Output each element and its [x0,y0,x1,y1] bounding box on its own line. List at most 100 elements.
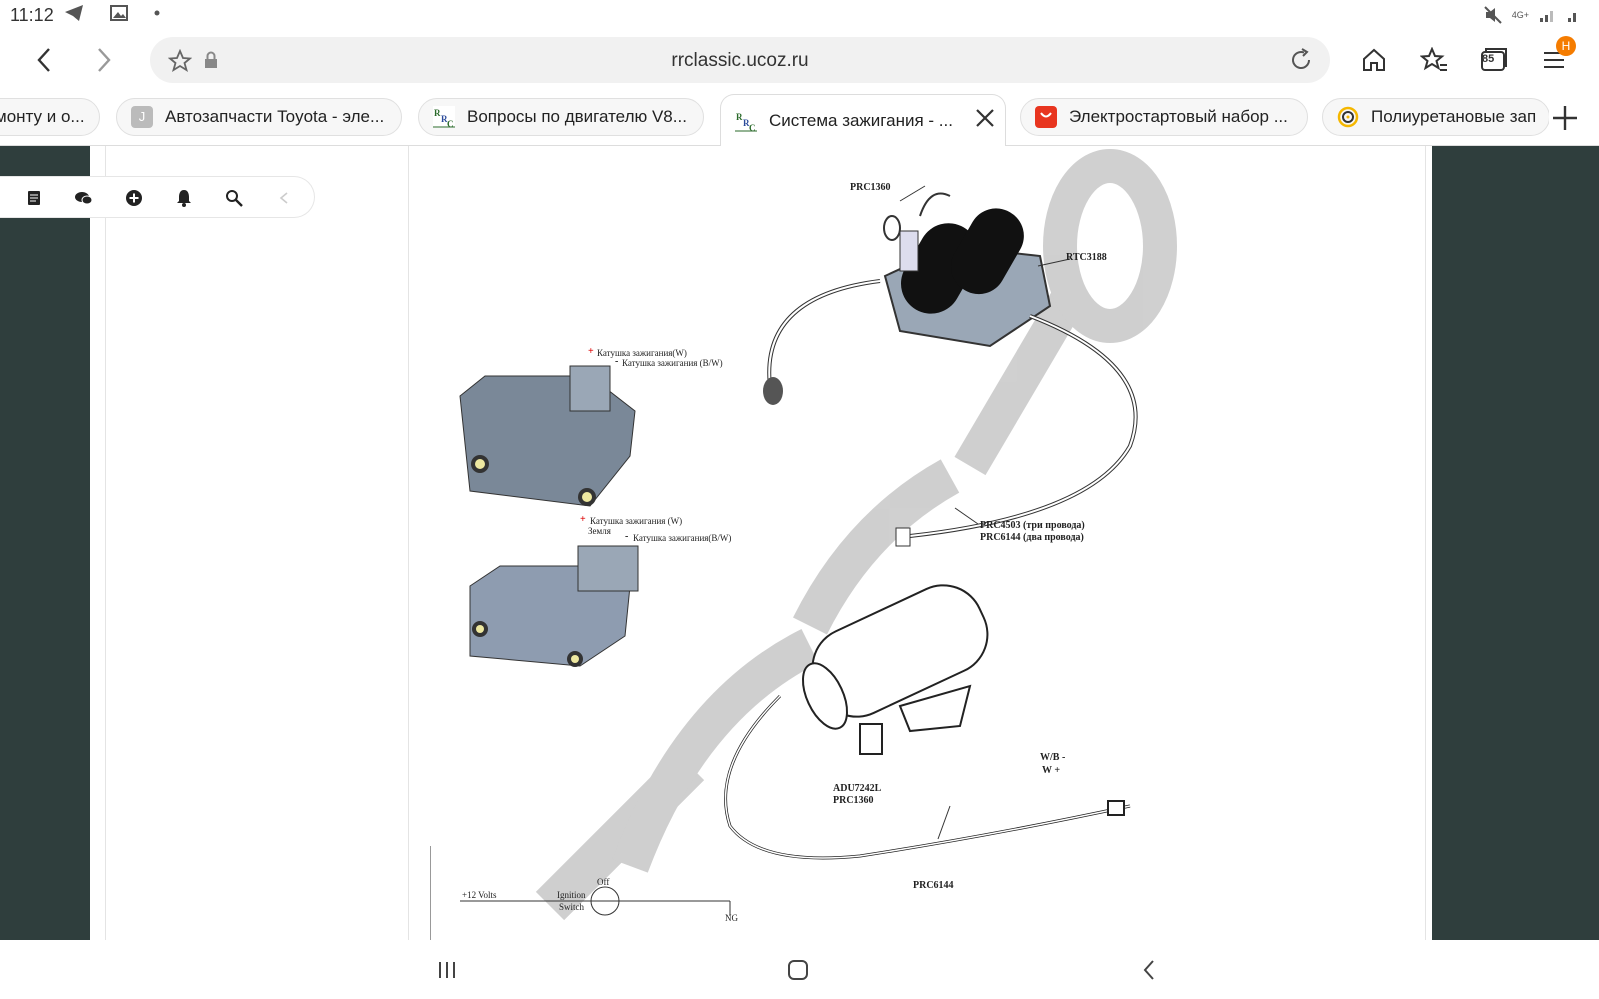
bookmark-star-icon[interactable] [167,48,193,78]
label-ng: NG [725,913,738,923]
svg-text:R: R [434,108,441,118]
ignition-diagram-drawing [429,149,1177,940]
bookmarks-button[interactable] [1416,42,1452,78]
label-ignition: Ignition [557,890,586,900]
back-button[interactable] [26,42,62,78]
svg-text:R: R [743,118,750,128]
label-minus-2: - [625,531,629,542]
chat-icon[interactable] [74,188,94,208]
tab-item[interactable]: Электростартовый набор ... [1020,98,1308,136]
page-content: PRC1360 RTC3188 + Катушка зажигания(W) -… [0,146,1599,940]
label-rtc3188: RTC3188 [1066,252,1107,263]
wiring-diagram-bottom [429,846,731,940]
mute-icon [1484,6,1502,24]
bell-icon[interactable] [174,188,194,208]
system-navigation-bar [0,940,1599,999]
browser-toolbar: rrclassic.ucoz.ru 85 H [0,30,1599,90]
menu-button[interactable]: H [1536,36,1576,78]
aliexpress-logo-icon [1035,106,1057,128]
label-minus-1: - [615,356,619,367]
svg-text:C: C [749,123,756,132]
label-prc4503: PRC4503 (три провода) [980,520,1085,531]
label-off: Off [597,877,610,887]
site-toolbar [0,176,315,218]
tab-item[interactable]: J Автозапчасти Toyota - эле... [116,98,402,136]
add-icon[interactable] [124,188,144,208]
label-plus-2: + [580,514,586,525]
label-prc6144-two: PRC6144 (два провода) [980,532,1084,543]
back-chevron-icon [1143,960,1154,980]
profile-badge: H [1556,36,1576,56]
tab-label: Электростартовый набор ... [1069,107,1288,126]
tab-label: монту и о... [0,107,85,126]
label-ground: Земля [588,526,611,536]
label-12-volts: +12 Volts [462,890,497,900]
url-text: rrclassic.ucoz.ru [671,50,809,71]
collapse-chevron-icon[interactable] [274,188,294,208]
close-tab-icon[interactable] [975,108,995,133]
gallery-icon [110,5,128,21]
tab-item[interactable]: монту и о... [0,98,100,136]
notes-icon[interactable] [24,188,44,208]
label-prc1360-bottom: PRC1360 [833,795,874,806]
divider [105,146,106,940]
tab-label: Автозапчасти Toyota - эле... [165,107,385,126]
chevron-right-icon [98,48,111,72]
ignition-coil [724,584,1131,860]
reload-icon[interactable] [1288,47,1314,78]
label-switch: Switch [559,902,585,912]
home-square-icon [788,960,808,980]
status-left-icons [64,4,160,22]
spiral-logo-icon [1337,106,1359,128]
label-prc1360-top: PRC1360 [850,182,891,193]
tab-count: 85 [1482,53,1495,65]
ignition-module-1 [459,365,636,507]
dot-icon [154,10,160,16]
svg-text:R: R [441,114,448,124]
label-adu7242l: ADU7242L [833,783,882,794]
ignition-module-2 [469,545,639,667]
label-plus-1: + [588,346,594,357]
svg-text:C: C [447,119,454,128]
address-bar[interactable]: rrclassic.ucoz.ru [150,37,1330,83]
status-bar: 11:12 4G+ [0,0,1599,30]
home-nav-button[interactable] [785,958,811,982]
tabs-icon [1481,48,1507,71]
recent-apps-button[interactable] [434,958,460,982]
label-wb: W/B - [1040,752,1066,763]
tabs-button[interactable]: 85 [1476,42,1512,78]
signal-icon [1540,11,1553,22]
label-coil-bw-2: Катушка зажигания(B/W) [633,533,732,543]
ignition-diagram-image: PRC1360 RTC3188 + Катушка зажигания(W) -… [429,146,1190,940]
network-type: 4G+ [1511,10,1529,20]
status-time: 11:12 [10,5,54,25]
label-coil-w: Катушка зажигания(W) [597,348,687,358]
label-coil-bw: Катушка зажигания (B/W) [622,358,723,368]
back-nav-button[interactable] [1136,958,1162,982]
label-w: W + [1042,765,1061,776]
amplifier-module-top [763,192,1138,547]
tab-label: Вопросы по двигателю V8... [467,107,687,126]
home-button[interactable] [1356,42,1392,78]
new-tab-button[interactable] [1549,102,1581,134]
right-side-panel [1432,146,1599,940]
signal-icon-2 [1568,13,1576,22]
tab-item[interactable]: Полиуретановые зап [1322,98,1550,136]
divider [1425,146,1426,940]
forward-button[interactable] [86,42,122,78]
telegram-icon [65,5,83,21]
chevron-left-icon [37,48,50,72]
lock-icon [204,51,218,74]
recent-apps-icon [439,962,455,978]
status-right-icons: 4G+ [1484,6,1579,24]
tab-strip: монту и о... J Автозапчасти Toyota - эле… [0,92,1599,146]
search-icon[interactable] [224,188,244,208]
favicon-j-icon: J [131,106,153,128]
plus-icon [1553,106,1577,130]
divider [408,146,409,940]
home-icon [1363,48,1385,71]
bookmarks-icon [1420,47,1447,71]
